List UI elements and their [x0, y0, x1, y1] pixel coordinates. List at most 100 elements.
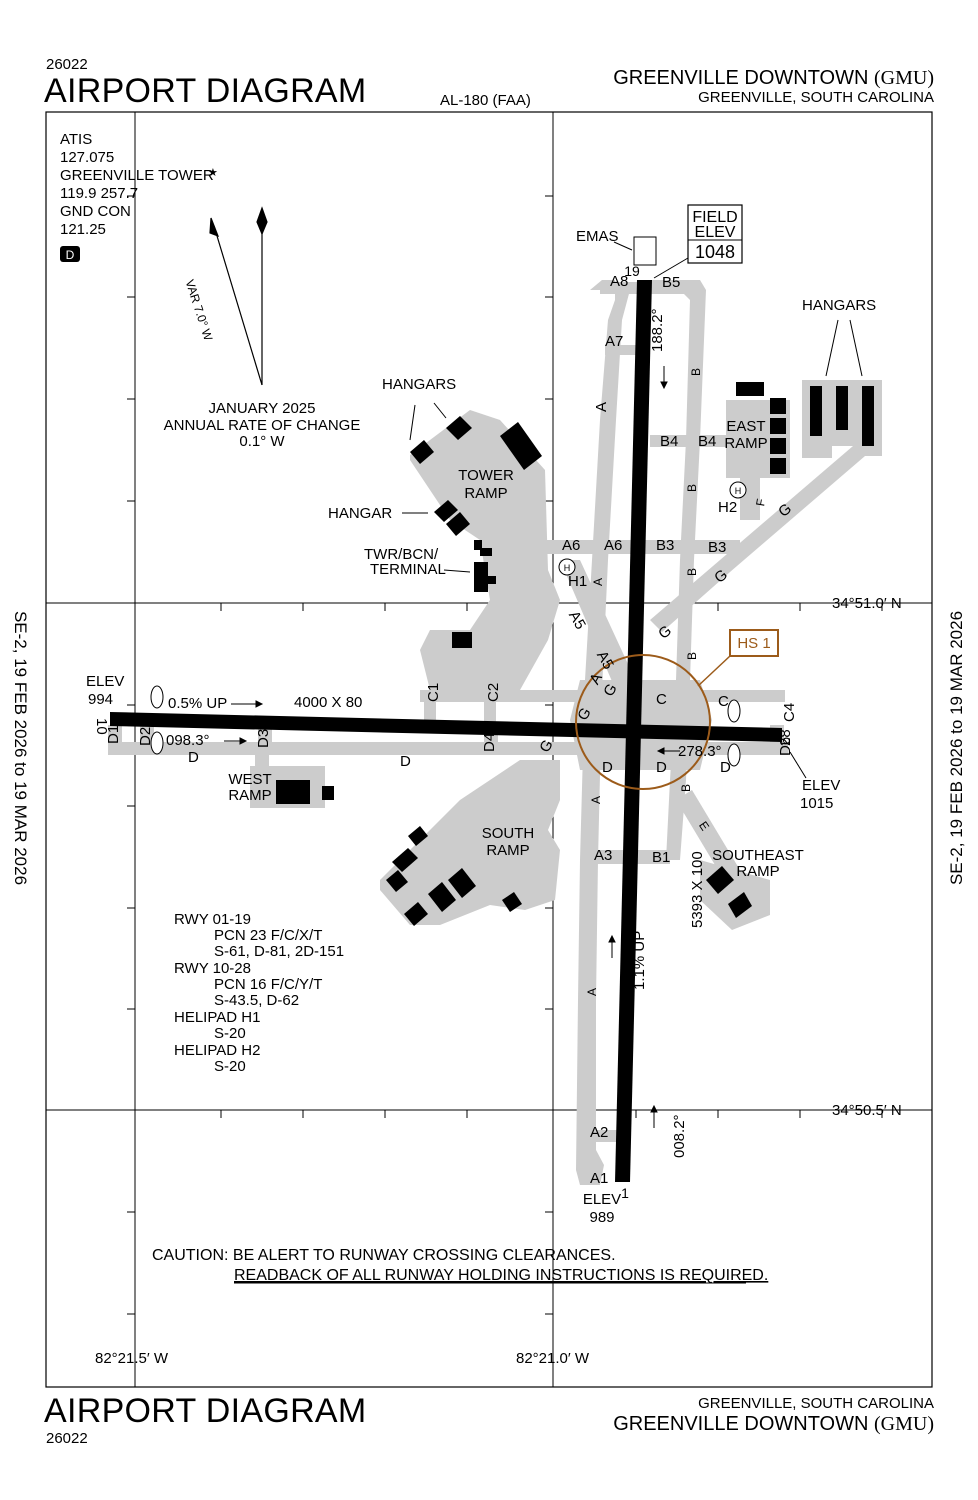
twr-building-2 [480, 548, 492, 556]
hotspot-label: HS 1 [737, 635, 770, 652]
h1-label: H1 [568, 573, 587, 590]
footer-city-state: GREENVILLE, SOUTH CAROLINA [698, 1395, 934, 1412]
atis-freq: 127.075 [60, 149, 114, 166]
southeast-hangar-1 [706, 866, 734, 894]
taxiway-label-d-west: D [188, 749, 199, 766]
heading-arrowhead-10 [239, 737, 248, 745]
east-ramp-building-1 [736, 382, 764, 396]
direction-arrows [224, 319, 863, 1128]
taxiway-a [576, 280, 630, 1185]
south-hangar-3 [386, 870, 408, 892]
taxiway-label-d-int: D [602, 759, 613, 776]
west-ramp-connector [255, 755, 269, 770]
gnd-label: GND CON [60, 203, 131, 220]
heading-arrowhead-01 [650, 1104, 658, 1113]
east-hangar-1 [810, 386, 822, 436]
terminal-building [474, 562, 488, 592]
east-ramp-building-5 [770, 458, 786, 474]
heading-arrowhead-19 [660, 381, 668, 390]
taxiway-label-b-mid2: B [685, 568, 699, 576]
rwy01-elev-label: ELEV [583, 1191, 621, 1208]
west-ramp-building-2 [322, 786, 334, 800]
d-badge-bg [60, 246, 80, 262]
taxiway-a5 [560, 560, 640, 700]
west-ramp-label-2: RAMP [228, 787, 271, 804]
field-elev-box [687, 204, 743, 264]
twr-label-1: TWR/BCN/ [364, 546, 439, 563]
atis-label: ATIS [60, 131, 92, 148]
lon-west-label: 82°21.5′ W [95, 1350, 169, 1367]
var-rate-value: 0.1° W [239, 433, 285, 450]
taxiway-c1 [424, 695, 436, 725]
footer-procedure-number: 26022 [46, 1430, 88, 1447]
rwy10-light-north [150, 685, 164, 709]
south-ramp-area [380, 760, 560, 925]
airport-id: (GMU) [874, 67, 934, 89]
south-hangar-6 [448, 868, 476, 898]
slope-arrowhead-01 [608, 934, 616, 943]
rwy01-number: 1 [621, 1185, 629, 1201]
runway-lights [150, 685, 741, 767]
southeast-ramp-label-2: RAMP [736, 863, 779, 880]
tower-freqs: 119.9 257.7 [60, 185, 138, 202]
taxiway-label-c2: C2 [485, 683, 502, 702]
hotspot-leader [697, 655, 731, 687]
gnd-freq: 121.25 [60, 221, 106, 238]
taxiway-label-a2: A2 [590, 1124, 608, 1141]
east-ramp-label-2: RAMP [724, 435, 767, 452]
al-number: AL-180 (FAA) [440, 92, 531, 109]
true-north-arrow [256, 206, 268, 236]
hangar-2 [446, 512, 470, 536]
taxiway-c2 [484, 695, 496, 725]
taxiway-label-a8: A8 [610, 273, 628, 290]
caution-note: CAUTION: BE ALERT TO RUNWAY CROSSING CLE… [152, 1247, 768, 1284]
taxiway-g-ne [650, 440, 872, 632]
east-hangar-2 [836, 386, 848, 430]
east-hangars-leader-1 [825, 319, 839, 377]
pcn-line-3: RWY 10-28 [174, 960, 251, 977]
taxiway-label-a6-1: A6 [562, 537, 580, 554]
d-badge-icon: D [66, 248, 75, 262]
magnetic-north-arrow [209, 217, 220, 238]
emas-leader [613, 241, 633, 251]
footer-airport-name-text: GREENVILLE DOWNTOWN [613, 1413, 869, 1435]
rwy10-elev: 994 [88, 691, 113, 708]
pcn-line-0: RWY 01-19 [174, 911, 251, 928]
taxiway-label-b4-1: B4 [660, 433, 678, 450]
taxiway-label-c-1: C [656, 691, 667, 708]
taxiway-a7 [605, 345, 645, 355]
rwy19-heading: 188.2° [649, 308, 666, 352]
east-ramp-building-3 [770, 418, 786, 434]
taxiway-e [676, 790, 740, 880]
east-ramp-label-1: EAST [726, 418, 765, 435]
tower-star-icon: ★ [208, 167, 218, 179]
rwy28-elev-label: ELEV [802, 777, 840, 794]
taxiway-label-d1: D1 [105, 725, 122, 744]
taxiway-label-c1: C1 [425, 683, 442, 702]
tower-label: GREENVILLE TOWER [60, 167, 214, 184]
field-elev-label1: FIELD [692, 209, 737, 226]
rwy01-heading: 008.2° [671, 1114, 688, 1158]
taxiway-label-b-north: B [689, 368, 703, 376]
hangars-label-east: HANGARS [802, 297, 876, 314]
east-ramp-building-2 [770, 398, 786, 414]
taxiway-label-a6-2: A6 [604, 537, 622, 554]
footer-airport-name: GREENVILLE DOWNTOWN (GMU) [613, 1413, 934, 1435]
taxiway-label-a-mid: A [591, 578, 605, 586]
taxiway-label-b-mid3: B [685, 652, 699, 660]
taxiway-label-a-far-south: A [585, 988, 599, 996]
tower-ramp-building [452, 632, 472, 648]
rwy28-number: 28 [777, 729, 794, 746]
airport-name: GREENVILLE DOWNTOWN (GMU) [613, 67, 934, 89]
south-hangar-4 [404, 902, 428, 926]
east-hangars-leader-2 [849, 319, 863, 377]
heading-arrowhead-28 [656, 747, 665, 755]
taxiway-label-d-east1: D [656, 759, 667, 776]
field-elev-value: 1048 [695, 242, 735, 262]
slope-arrowhead-10 [255, 700, 264, 708]
south-hangar-2 [392, 848, 418, 872]
taxiway-label-f: F [753, 498, 768, 508]
rwy10-heading: 098.3° [166, 732, 210, 749]
hangars-label-tower: HANGARS [382, 376, 456, 393]
